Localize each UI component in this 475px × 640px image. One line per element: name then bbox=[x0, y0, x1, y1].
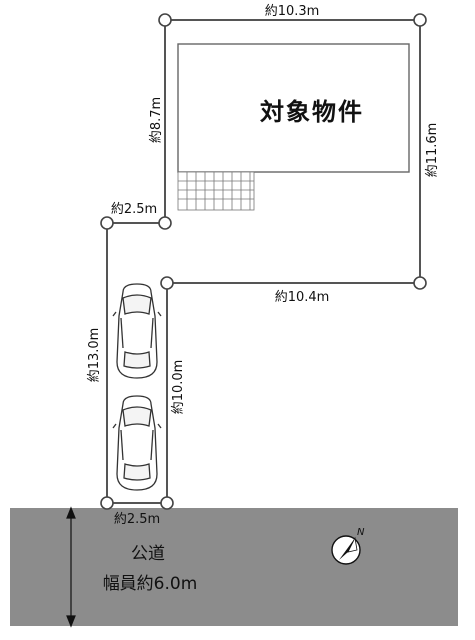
road-width-label: 幅員約6.0m bbox=[103, 574, 198, 594]
road-width-arrow bbox=[66, 506, 76, 628]
dim-driveway-left: 約13.0m bbox=[87, 328, 102, 383]
north-compass-icon: N bbox=[331, 527, 365, 565]
building-label: 対象物件 bbox=[260, 98, 364, 126]
building-outline bbox=[177, 43, 410, 173]
compass-north-label: N bbox=[357, 527, 365, 538]
dim-bottom-edge: 約10.4m bbox=[275, 290, 330, 305]
public-road bbox=[10, 508, 458, 626]
dim-top: 約10.3m bbox=[265, 4, 320, 19]
dim-right: 約11.6m bbox=[425, 123, 440, 178]
deck-grid bbox=[177, 171, 255, 211]
car-icon bbox=[112, 283, 162, 379]
vertex-markers bbox=[100, 13, 427, 510]
dim-jog-top: 約2.5m bbox=[111, 202, 157, 217]
dim-frontage: 約2.5m bbox=[114, 512, 160, 527]
road-label: 公道 bbox=[131, 544, 165, 564]
dim-driveway-right: 約10.0m bbox=[171, 360, 186, 415]
dim-left-upper: 約8.7m bbox=[149, 97, 164, 143]
car-icon bbox=[112, 395, 162, 491]
